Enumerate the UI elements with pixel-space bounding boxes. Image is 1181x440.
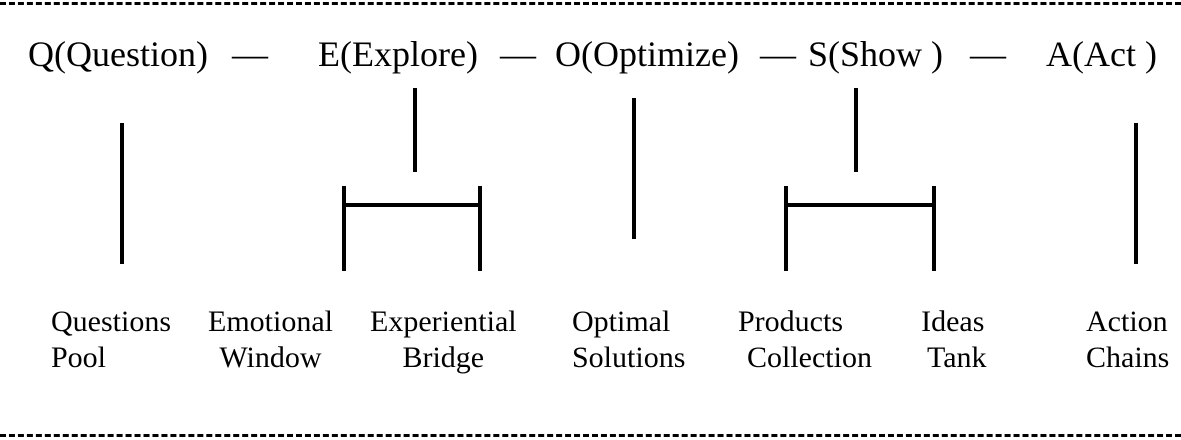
leaf-questions-pool-line1: Questions [51, 305, 171, 338]
leaf-products-collection-line2: Collection [747, 341, 872, 374]
leaf-optimal-solutions-line1: Optimal [572, 305, 671, 338]
stage-show: S(Show ) [808, 34, 944, 74]
stage-question: Q(Question) [28, 34, 208, 74]
leaf-emotional-window: Emotional Window [208, 304, 333, 376]
leaf-questions-pool: Questions Pool [51, 304, 171, 376]
leaf-products-collection: Products Collection [738, 304, 872, 376]
leaf-experiential-bridge-line1: Experiential [370, 305, 517, 338]
stage-optimize: O(Optimize) [555, 34, 739, 74]
leaf-action-chains: Action Chains [1086, 304, 1169, 376]
leaf-emotional-window-line2: Window [219, 341, 322, 374]
bottom-dashed-border [0, 434, 1181, 437]
leaf-experiential-bridge: Experiential Bridge [370, 304, 517, 376]
leaf-experiential-bridge-line2: Bridge [402, 341, 485, 374]
stage-separator: — [500, 34, 536, 74]
leaf-questions-pool-line2: Pool [51, 341, 107, 374]
leaf-ideas-tank-line1: Ideas [921, 305, 985, 338]
top-dashed-border [0, 2, 1181, 5]
leaf-ideas-tank: Ideas Tank [919, 304, 987, 376]
leaf-optimal-solutions-line2: Solutions [572, 341, 686, 374]
stage-separator: — [232, 34, 268, 74]
leaf-action-chains-line2: Chains [1086, 341, 1170, 374]
stage-separator: — [760, 34, 796, 74]
leaf-products-collection-line1: Products [738, 305, 843, 338]
leaf-emotional-window-line1: Emotional [208, 305, 333, 338]
stage-separator: — [970, 34, 1006, 74]
leaf-action-chains-line1: Action [1086, 305, 1168, 338]
leaf-ideas-tank-line2: Tank [927, 341, 987, 374]
leaf-optimal-solutions: Optimal Solutions [572, 304, 685, 376]
stage-explore: E(Explore) [318, 34, 478, 74]
stage-act: A(Act ) [1046, 34, 1157, 74]
